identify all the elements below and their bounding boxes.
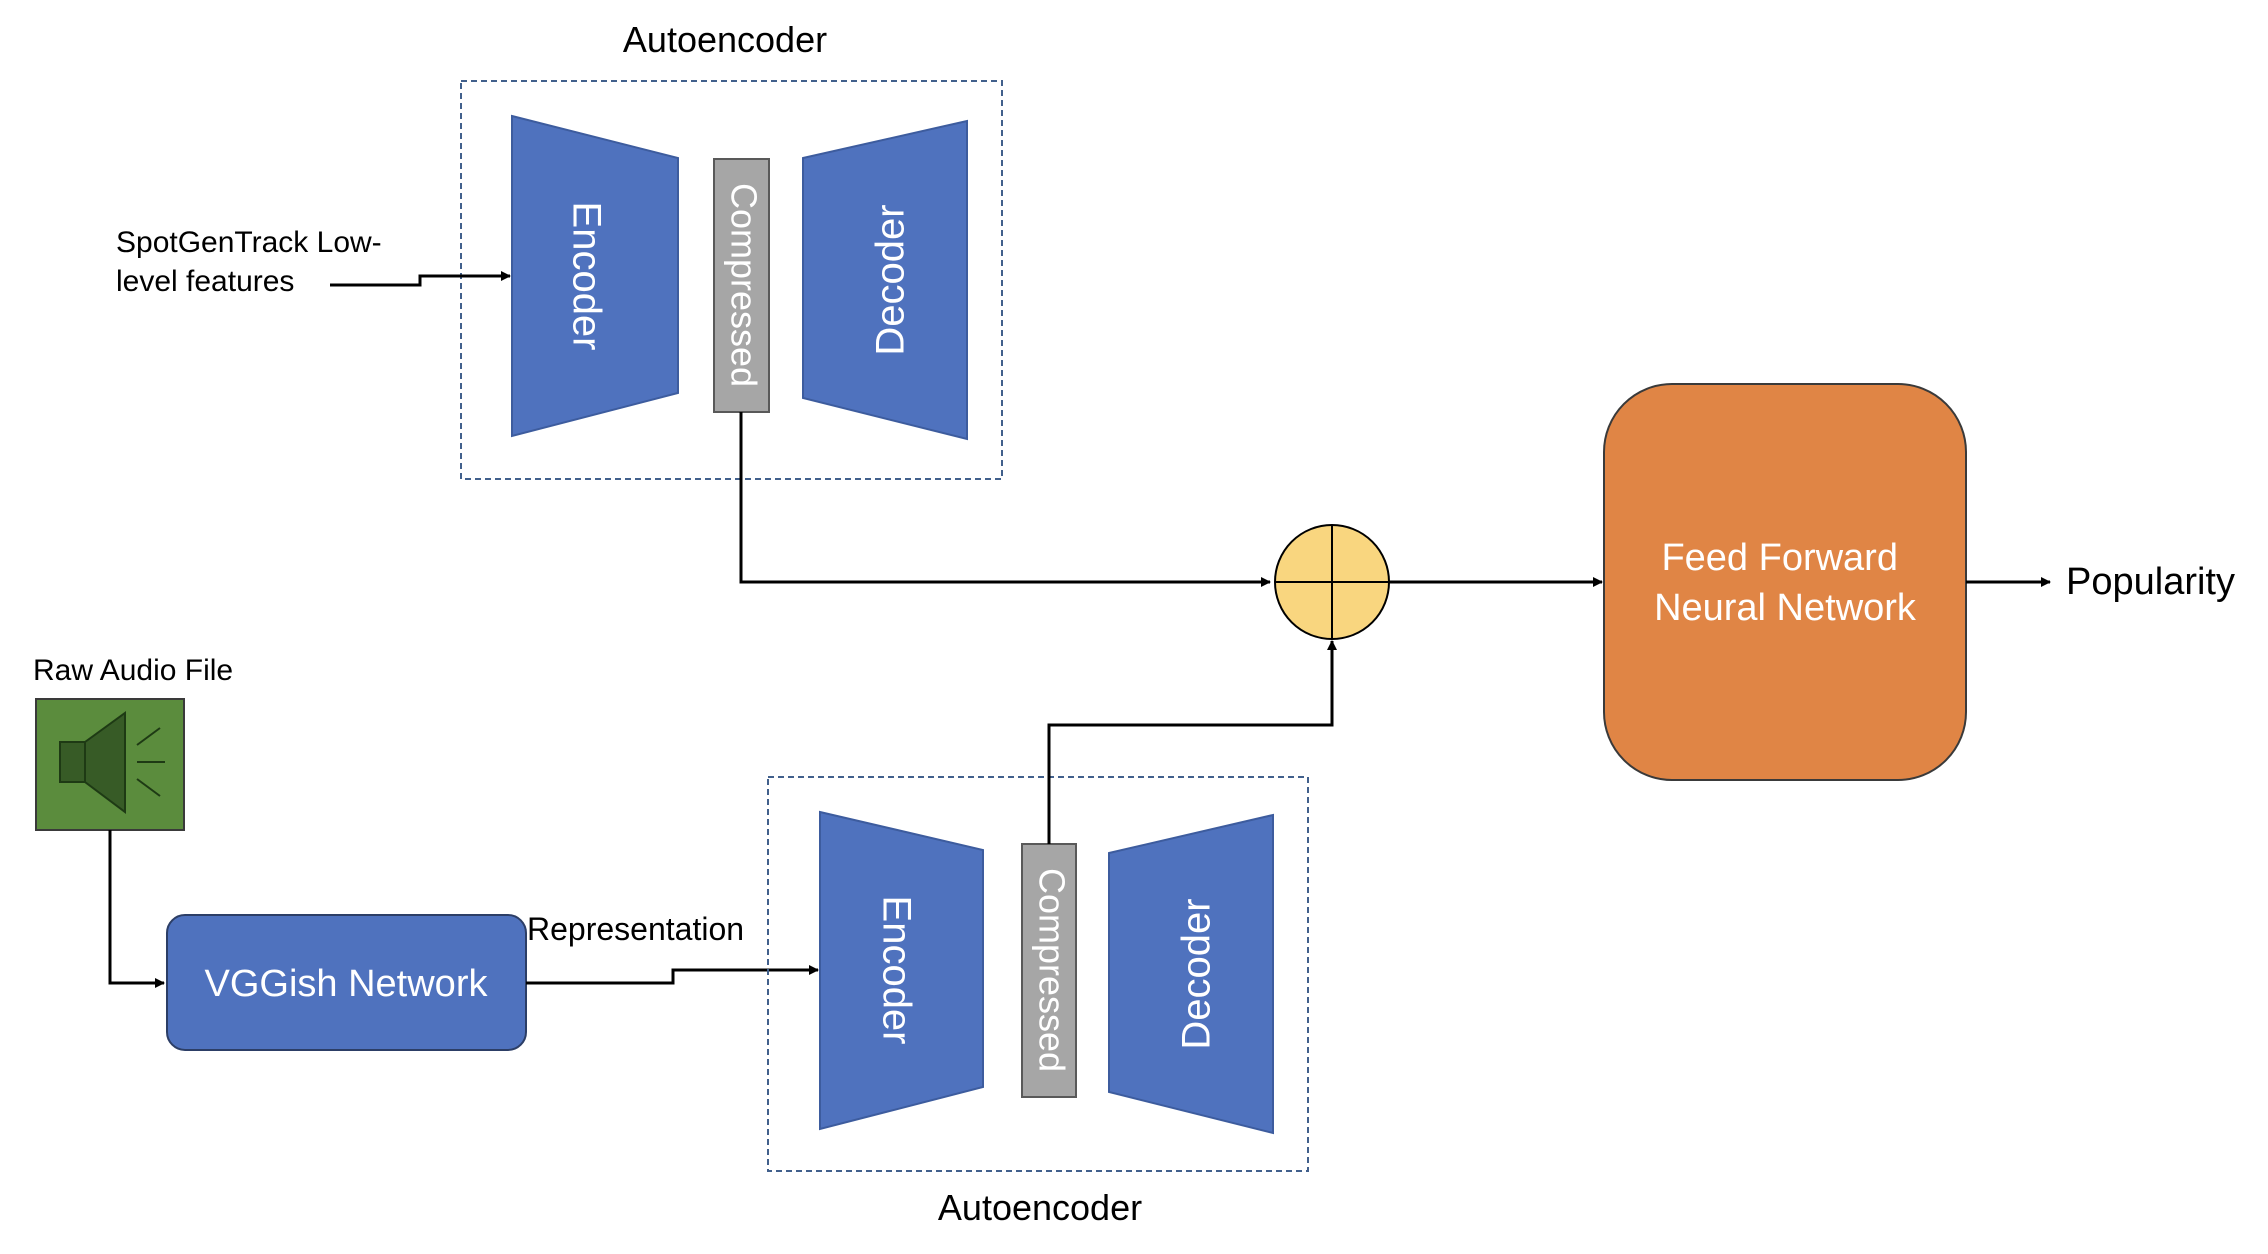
compressed-top-label: Compressed bbox=[723, 183, 764, 387]
output-label: Popularity bbox=[2066, 561, 2235, 603]
ffnn-label-line1: Feed Forward bbox=[1661, 537, 1898, 579]
ffnn-label: Feed Forward Neural Network bbox=[1654, 537, 1917, 629]
speaker-icon bbox=[35, 698, 185, 831]
decoder-bottom-label: Decoder bbox=[1175, 898, 1219, 1049]
raw-audio-label: Raw Audio File bbox=[33, 654, 233, 687]
vggish-to-encoder-arrow bbox=[526, 965, 819, 985]
autoencoder-bottom-title: Autoencoder bbox=[938, 1187, 1142, 1228]
ffnn-label-line2: Neural Network bbox=[1654, 587, 1917, 629]
decoder-top-label: Decoder bbox=[869, 204, 913, 355]
compressed-bottom-block bbox=[1021, 843, 1077, 1098]
encoder-bottom-label: Encoder bbox=[874, 896, 918, 1045]
encoder-top-block bbox=[511, 114, 679, 438]
audio-to-vggish-arrow bbox=[108, 830, 165, 988]
vggish-label: VGGish Network bbox=[205, 963, 489, 1005]
input-features-line1: SpotGenTrack Low- bbox=[116, 226, 382, 259]
decoder-top-block bbox=[802, 119, 968, 441]
autoencoder-top: Autoencoder Encoder Compressed Decoder bbox=[460, 19, 1003, 480]
encoder-top-label: Encoder bbox=[564, 202, 608, 351]
autoencoder-top-title: Autoencoder bbox=[623, 19, 827, 60]
encoder-bottom-block bbox=[819, 810, 984, 1131]
autoencoder-bottom-border bbox=[767, 776, 1309, 1172]
top-compressed-to-combine-arrow bbox=[739, 412, 1271, 587]
decoder-bottom-block bbox=[1108, 813, 1274, 1135]
compressed-top-block bbox=[713, 158, 770, 413]
input-features-line2: level features bbox=[116, 265, 294, 298]
autoencoder-top-border bbox=[460, 80, 1003, 480]
vggish-block: VGGish Network bbox=[166, 914, 527, 1051]
representation-label: Representation bbox=[527, 911, 744, 947]
compressed-bottom-label: Compressed bbox=[1031, 868, 1072, 1072]
concat-circle-icon bbox=[1274, 524, 1390, 640]
features-to-encoder-arrow bbox=[330, 271, 511, 287]
input-features-label: SpotGenTrack Low- level features bbox=[116, 226, 390, 298]
autoencoder-bottom: Autoencoder Encoder Compressed Decoder bbox=[767, 776, 1309, 1228]
ffnn-block: Feed Forward Neural Network bbox=[1603, 383, 1967, 781]
bottom-compressed-to-combine-arrow bbox=[1047, 640, 1337, 844]
